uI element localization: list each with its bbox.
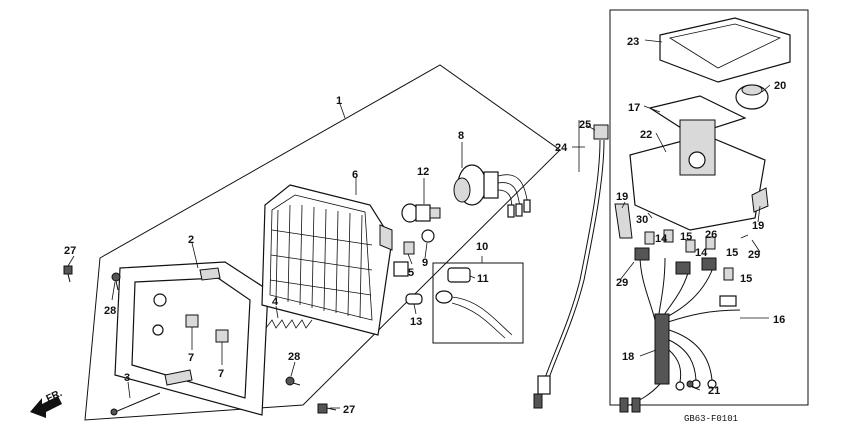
position-bulb-13 <box>405 293 423 305</box>
callout-17: 17 <box>628 102 640 114</box>
callout-4: 4 <box>272 296 279 308</box>
callout-7b: 7 <box>218 368 224 380</box>
screw-3 <box>114 392 161 413</box>
diagram-code: GB63-F0101 <box>684 414 738 424</box>
bulb-socket <box>453 164 531 218</box>
callout-10: 10 <box>476 241 488 253</box>
headlight-case <box>114 261 269 416</box>
adjusting-spring <box>265 319 313 329</box>
callout-15a: 15 <box>680 231 692 243</box>
screw-21 <box>686 380 694 388</box>
nut-7-left <box>185 314 199 328</box>
bolt-27-left <box>63 265 73 283</box>
callout-3: 3 <box>124 372 130 384</box>
meter-cover <box>659 17 791 83</box>
socket-row-upper <box>644 229 734 281</box>
socket-block-5 <box>403 241 415 255</box>
callout-18: 18 <box>622 351 634 363</box>
nut-7-right <box>215 329 229 343</box>
callout-5: 5 <box>408 267 414 279</box>
position-bulb-9 <box>421 229 435 243</box>
callout-19a: 19 <box>616 191 628 203</box>
bolt-27-bottom <box>317 403 337 414</box>
callout-20: 20 <box>774 80 786 92</box>
callout-7a: 7 <box>188 352 194 364</box>
speedometer-cable <box>533 124 609 409</box>
callout-22: 22 <box>640 129 652 141</box>
callout-27b: 27 <box>343 404 355 416</box>
indicator-lamp <box>735 84 769 110</box>
front-direction-arrow <box>30 396 62 418</box>
callout-28a: 28 <box>104 305 116 317</box>
wire-harness <box>619 247 741 413</box>
headlight-unit <box>261 184 409 336</box>
callout-11: 11 <box>477 273 489 285</box>
callout-13: 13 <box>410 316 422 328</box>
callout-30: 30 <box>636 214 648 226</box>
headlight-group-boundary <box>84 64 561 421</box>
front-direction-label: FR. <box>45 388 64 405</box>
meter-group-boundary <box>609 9 809 406</box>
screw-28-bottom <box>285 376 301 386</box>
bracket-19-left <box>614 203 633 239</box>
callout-29a: 29 <box>616 277 628 289</box>
position-socket <box>435 267 513 339</box>
callout-21: 21 <box>708 385 720 397</box>
leader-lines <box>67 39 771 409</box>
socket-assembly-box <box>432 262 524 344</box>
callout-28b: 28 <box>288 351 300 363</box>
headlight-bulb <box>401 203 441 223</box>
callout-27a: 27 <box>64 245 76 257</box>
callout-6: 6 <box>352 169 358 181</box>
meter-bracket <box>648 95 747 136</box>
callout-15b: 15 <box>726 247 738 259</box>
callout-19b: 19 <box>752 220 764 232</box>
callout-29b: 29 <box>748 249 760 261</box>
callout-8: 8 <box>458 130 464 142</box>
screw-28-left <box>111 272 121 291</box>
meter-assembly <box>629 119 766 231</box>
bracket-19-right <box>751 187 769 213</box>
callout-24: 24 <box>555 142 568 154</box>
callout-16: 16 <box>773 314 785 326</box>
callout-1: 1 <box>336 95 342 107</box>
callout-26: 26 <box>705 229 717 241</box>
callout-12: 12 <box>417 166 429 178</box>
callout-25: 25 <box>579 119 591 131</box>
callout-15c: 15 <box>740 273 752 285</box>
callout-2: 2 <box>188 234 194 246</box>
callout-14b: 14 <box>695 247 708 259</box>
callout-23: 23 <box>627 36 639 48</box>
callout-9: 9 <box>422 257 428 269</box>
callout-14a: 14 <box>655 233 668 245</box>
